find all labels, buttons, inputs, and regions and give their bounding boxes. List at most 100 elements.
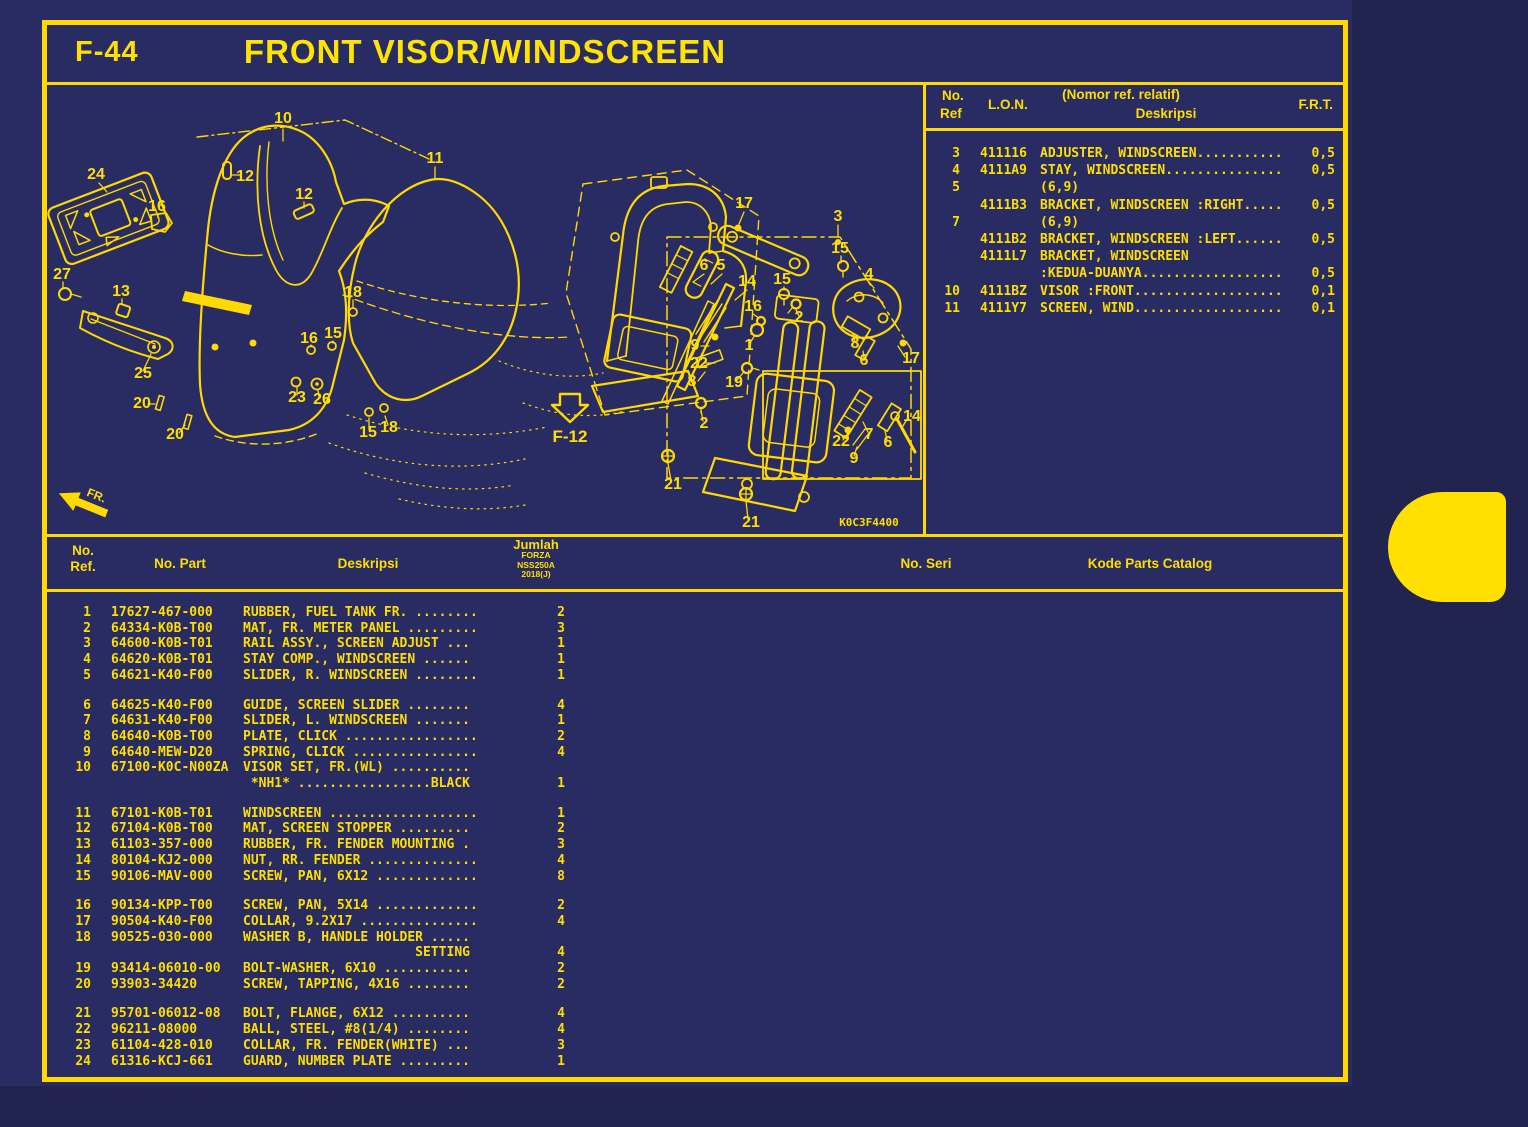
parts-cell-ref: 10 <box>75 760 91 776</box>
part-ref-label: 6 <box>700 257 709 274</box>
part-ref-label: 9 <box>850 450 859 467</box>
parts-cell-part: 61104-428-010 <box>111 1037 213 1053</box>
parts-cell-ref: 15 <box>75 868 91 884</box>
parts-cell-qty: 2 <box>557 976 565 992</box>
frt-table-row: 7(6,9) <box>926 214 1343 231</box>
parts-cell-ref: 8 <box>83 728 91 744</box>
parts-cell-desc: PLATE, CLICK ................. <box>243 728 478 744</box>
parts-cell-part: 64621-K40-F00 <box>111 667 213 683</box>
parts-cell-part: 64625-K40-F00 <box>111 697 213 713</box>
parts-cell-qty: 3 <box>557 837 565 853</box>
parts-cell-qty: 2 <box>557 961 565 977</box>
part-ref-label: 18 <box>344 284 362 301</box>
parts-cell-desc: COLLAR, 9.2X17 ............... <box>243 913 478 929</box>
parts-cell-part <box>91 776 243 792</box>
parts-cell-qty: 4 <box>557 697 565 713</box>
parts-cell-part: 61316-KCJ-661 <box>111 1053 213 1069</box>
frt-col-deskripsi: Deskripsi <box>1135 106 1197 121</box>
part-ref-label: 6 <box>860 352 869 369</box>
parts-table-row: 8 64640-K0B-T00 PLATE, CLICK .............… <box>47 729 1343 745</box>
part-ref-label: 2 <box>795 309 804 326</box>
part-ref-label: 15 <box>324 325 342 342</box>
parts-cell-part: 64640-MEW-D20 <box>111 744 213 760</box>
parts-col-jumlah: Jumlah FORZA NSS250A 2018(J) <box>513 537 559 579</box>
page-code: F-44 <box>75 36 139 68</box>
parts-cell-qty: 2 <box>557 605 565 620</box>
parts-cell-desc: NUT, RR. FENDER .............. <box>243 852 478 868</box>
parts-cell-ref: 13 <box>75 837 91 853</box>
row-group-gap <box>47 992 1343 1006</box>
parts-cell-part: 96211-08000 <box>111 1022 198 1038</box>
parts-cell-ref: 17 <box>75 913 91 929</box>
part-ref-label: 8 <box>851 335 860 352</box>
frt-cell-frt: 0,1 <box>1311 300 1335 316</box>
part-ref-label: 22 <box>832 433 850 450</box>
part-ref-label: 16 <box>300 330 318 347</box>
exploded-diagram-artwork: FR. <box>47 119 922 520</box>
parts-cell-ref: 5 <box>83 667 91 683</box>
row-group-gap <box>47 884 1343 898</box>
frt-cell-frt: 0,5 <box>1311 197 1335 213</box>
parts-cell-desc: RAIL ASSY., SCREEN ADJUST ... <box>243 636 470 652</box>
frt-cell-lon <box>966 214 1040 231</box>
parts-cell-part: 93414-06010-00 <box>111 961 221 977</box>
parts-cell-qty: 1 <box>557 713 565 729</box>
part-ref-label: 19 <box>725 374 743 391</box>
part-ref-label: 22 <box>690 355 708 372</box>
frt-col-nomor: (Nomor ref. relatif) <box>1062 87 1180 102</box>
parts-cell-ref: 2 <box>83 620 91 636</box>
part-ref-label: 7 <box>865 426 874 443</box>
part-ref-label: 24 <box>87 166 105 183</box>
page-turn-tab[interactable] <box>1388 492 1506 602</box>
frt-cell-ref <box>926 231 966 248</box>
part-ref-label: 15 <box>359 424 377 441</box>
frt-cell-desc: VISOR :FRONT................... <box>1040 283 1283 299</box>
parts-cell-desc: SCREW, PAN, 5X14 ............. <box>243 898 478 914</box>
parts-cell-qty: 4 <box>557 1022 565 1038</box>
parts-cell-ref: 14 <box>75 852 91 868</box>
frt-table-row: :KEDUA-DUANYA..................0,5 <box>926 265 1343 282</box>
frt-cell-frt: 0,5 <box>1311 232 1335 248</box>
parts-cell-desc: MAT, FR. METER PANEL ......... <box>243 620 478 636</box>
parts-cell-ref: 12 <box>75 821 91 837</box>
frt-cell-ref: 7 <box>952 214 960 230</box>
part-ref-label: 27 <box>53 266 71 283</box>
parts-cell-desc: BOLT-WASHER, 6X10 ........... <box>243 961 470 977</box>
parts-cell-desc: SCREW, PAN, 6X12 ............. <box>243 868 478 884</box>
part-ref-label: 21 <box>664 476 682 493</box>
parts-cell-desc: GUIDE, SCREEN SLIDER ........ <box>243 697 470 713</box>
parts-cell-qty: 2 <box>557 728 565 744</box>
frt-cell-desc: :KEDUA-DUANYA.................. <box>1040 266 1283 282</box>
frt-cell-frt: 0,5 <box>1311 146 1335 161</box>
parts-cell-qty: 1 <box>557 636 565 652</box>
frt-cell-desc: STAY, WINDSCREEN............... <box>1040 163 1283 179</box>
parts-cell-ref: 7 <box>83 713 91 729</box>
parts-cell-desc: GUARD, NUMBER PLATE ......... <box>243 1053 470 1069</box>
part-ref-label: 10 <box>274 110 292 127</box>
parts-col-no-seri: No. Seri <box>900 556 952 571</box>
parts-cell-ref <box>47 945 91 961</box>
frt-table: No. Ref L.O.N. (Nomor ref. relatif) Desk… <box>923 85 1343 534</box>
parts-cell-part: 64640-K0B-T00 <box>111 728 213 744</box>
parts-cell-part: 17627-467-000 <box>111 605 213 620</box>
parts-cell-ref: 18 <box>75 929 91 945</box>
part-ref-label: 18 <box>380 419 398 436</box>
parts-cell-ref: 4 <box>83 652 91 668</box>
parts-table-header: No. Ref. No. Part Deskripsi Jumlah FORZA… <box>47 534 1343 592</box>
parts-cell-ref: 19 <box>75 961 91 977</box>
catalog-frame: F-44 FRONT VISOR/WINDSCREEN <box>42 20 1348 1082</box>
parts-cell-part: 64631-K40-F00 <box>111 713 213 729</box>
